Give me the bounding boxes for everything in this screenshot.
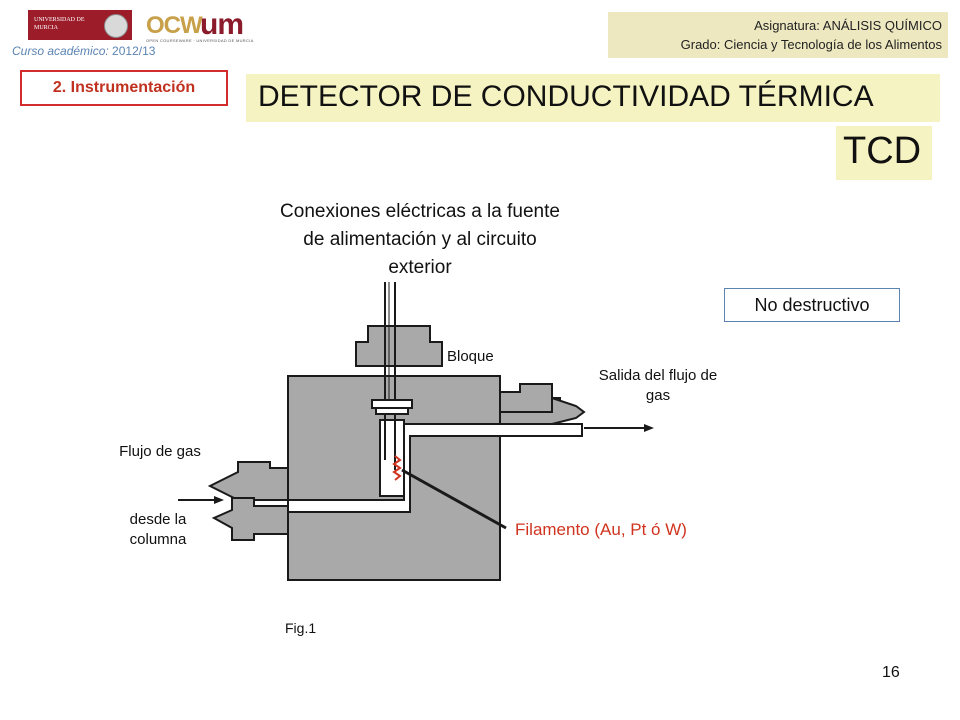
filament-cavity [379, 419, 405, 497]
label-salida: Salida del flujo de gas [598, 367, 718, 404]
title-banner [246, 74, 940, 122]
filament-pointer [401, 468, 507, 530]
asignatura-banner [608, 12, 948, 58]
curso-label: Curso académico: [12, 44, 109, 58]
abbrev-banner [836, 126, 932, 180]
seal-fitting-top [371, 399, 413, 409]
asignatura-text: Asignatura: ANÁLISIS QUÍMICO [754, 18, 942, 33]
no-destructivo-note: No destructivo [724, 288, 900, 322]
inlet-arrow-head [214, 496, 224, 504]
curso-academico: Curso académico: 2012/13 [12, 44, 155, 58]
outlet-arrow-head [644, 424, 654, 432]
label-conexiones: Conexiones eléctricas a la fuente de ali… [280, 201, 560, 278]
label-desde: desde la columna [129, 511, 187, 548]
ocw-logo-subtext: OPEN COURSEWARE · UNIVERSIDAD DE MURCIA [146, 38, 254, 43]
inlet-column-tube [211, 497, 289, 541]
label-flujo: Flujo de gas [119, 443, 201, 460]
ocw-logo-text: OCW [146, 12, 203, 39]
internal-gas-channel [287, 423, 583, 513]
block-top-cap [355, 325, 443, 367]
university-seal-icon [104, 14, 128, 38]
grado-text: Grado: Ciencia y Tecnología de los Alime… [680, 37, 942, 52]
label-bloque: Bloque [447, 348, 494, 365]
section-label: 2. Instrumentación [20, 70, 228, 106]
label-filamento: Filamento (Au, Pt ó W) [515, 520, 687, 539]
slide-title: DETECTOR DE CONDUCTIVIDAD TÉRMICA [258, 80, 874, 113]
ocw-um-logo: OCW um OPEN COURSEWARE · UNIVERSIDAD DE … [146, 8, 258, 43]
filament-coil [392, 455, 402, 481]
page-number: 16 [882, 664, 900, 681]
um-logo-text: um [200, 8, 244, 41]
universidad-murcia-logo: UNIVERSIDAD DE MURCIA [28, 10, 132, 40]
tcd-abbreviation: TCD [843, 130, 922, 172]
seal-fitting-bottom [375, 407, 409, 415]
inlet-reference-tube [207, 461, 289, 501]
universidad-logo-text: UNIVERSIDAD DE MURCIA [34, 17, 85, 31]
curso-value: 2012/13 [108, 44, 156, 58]
figure-caption: Fig.1 [285, 620, 317, 636]
